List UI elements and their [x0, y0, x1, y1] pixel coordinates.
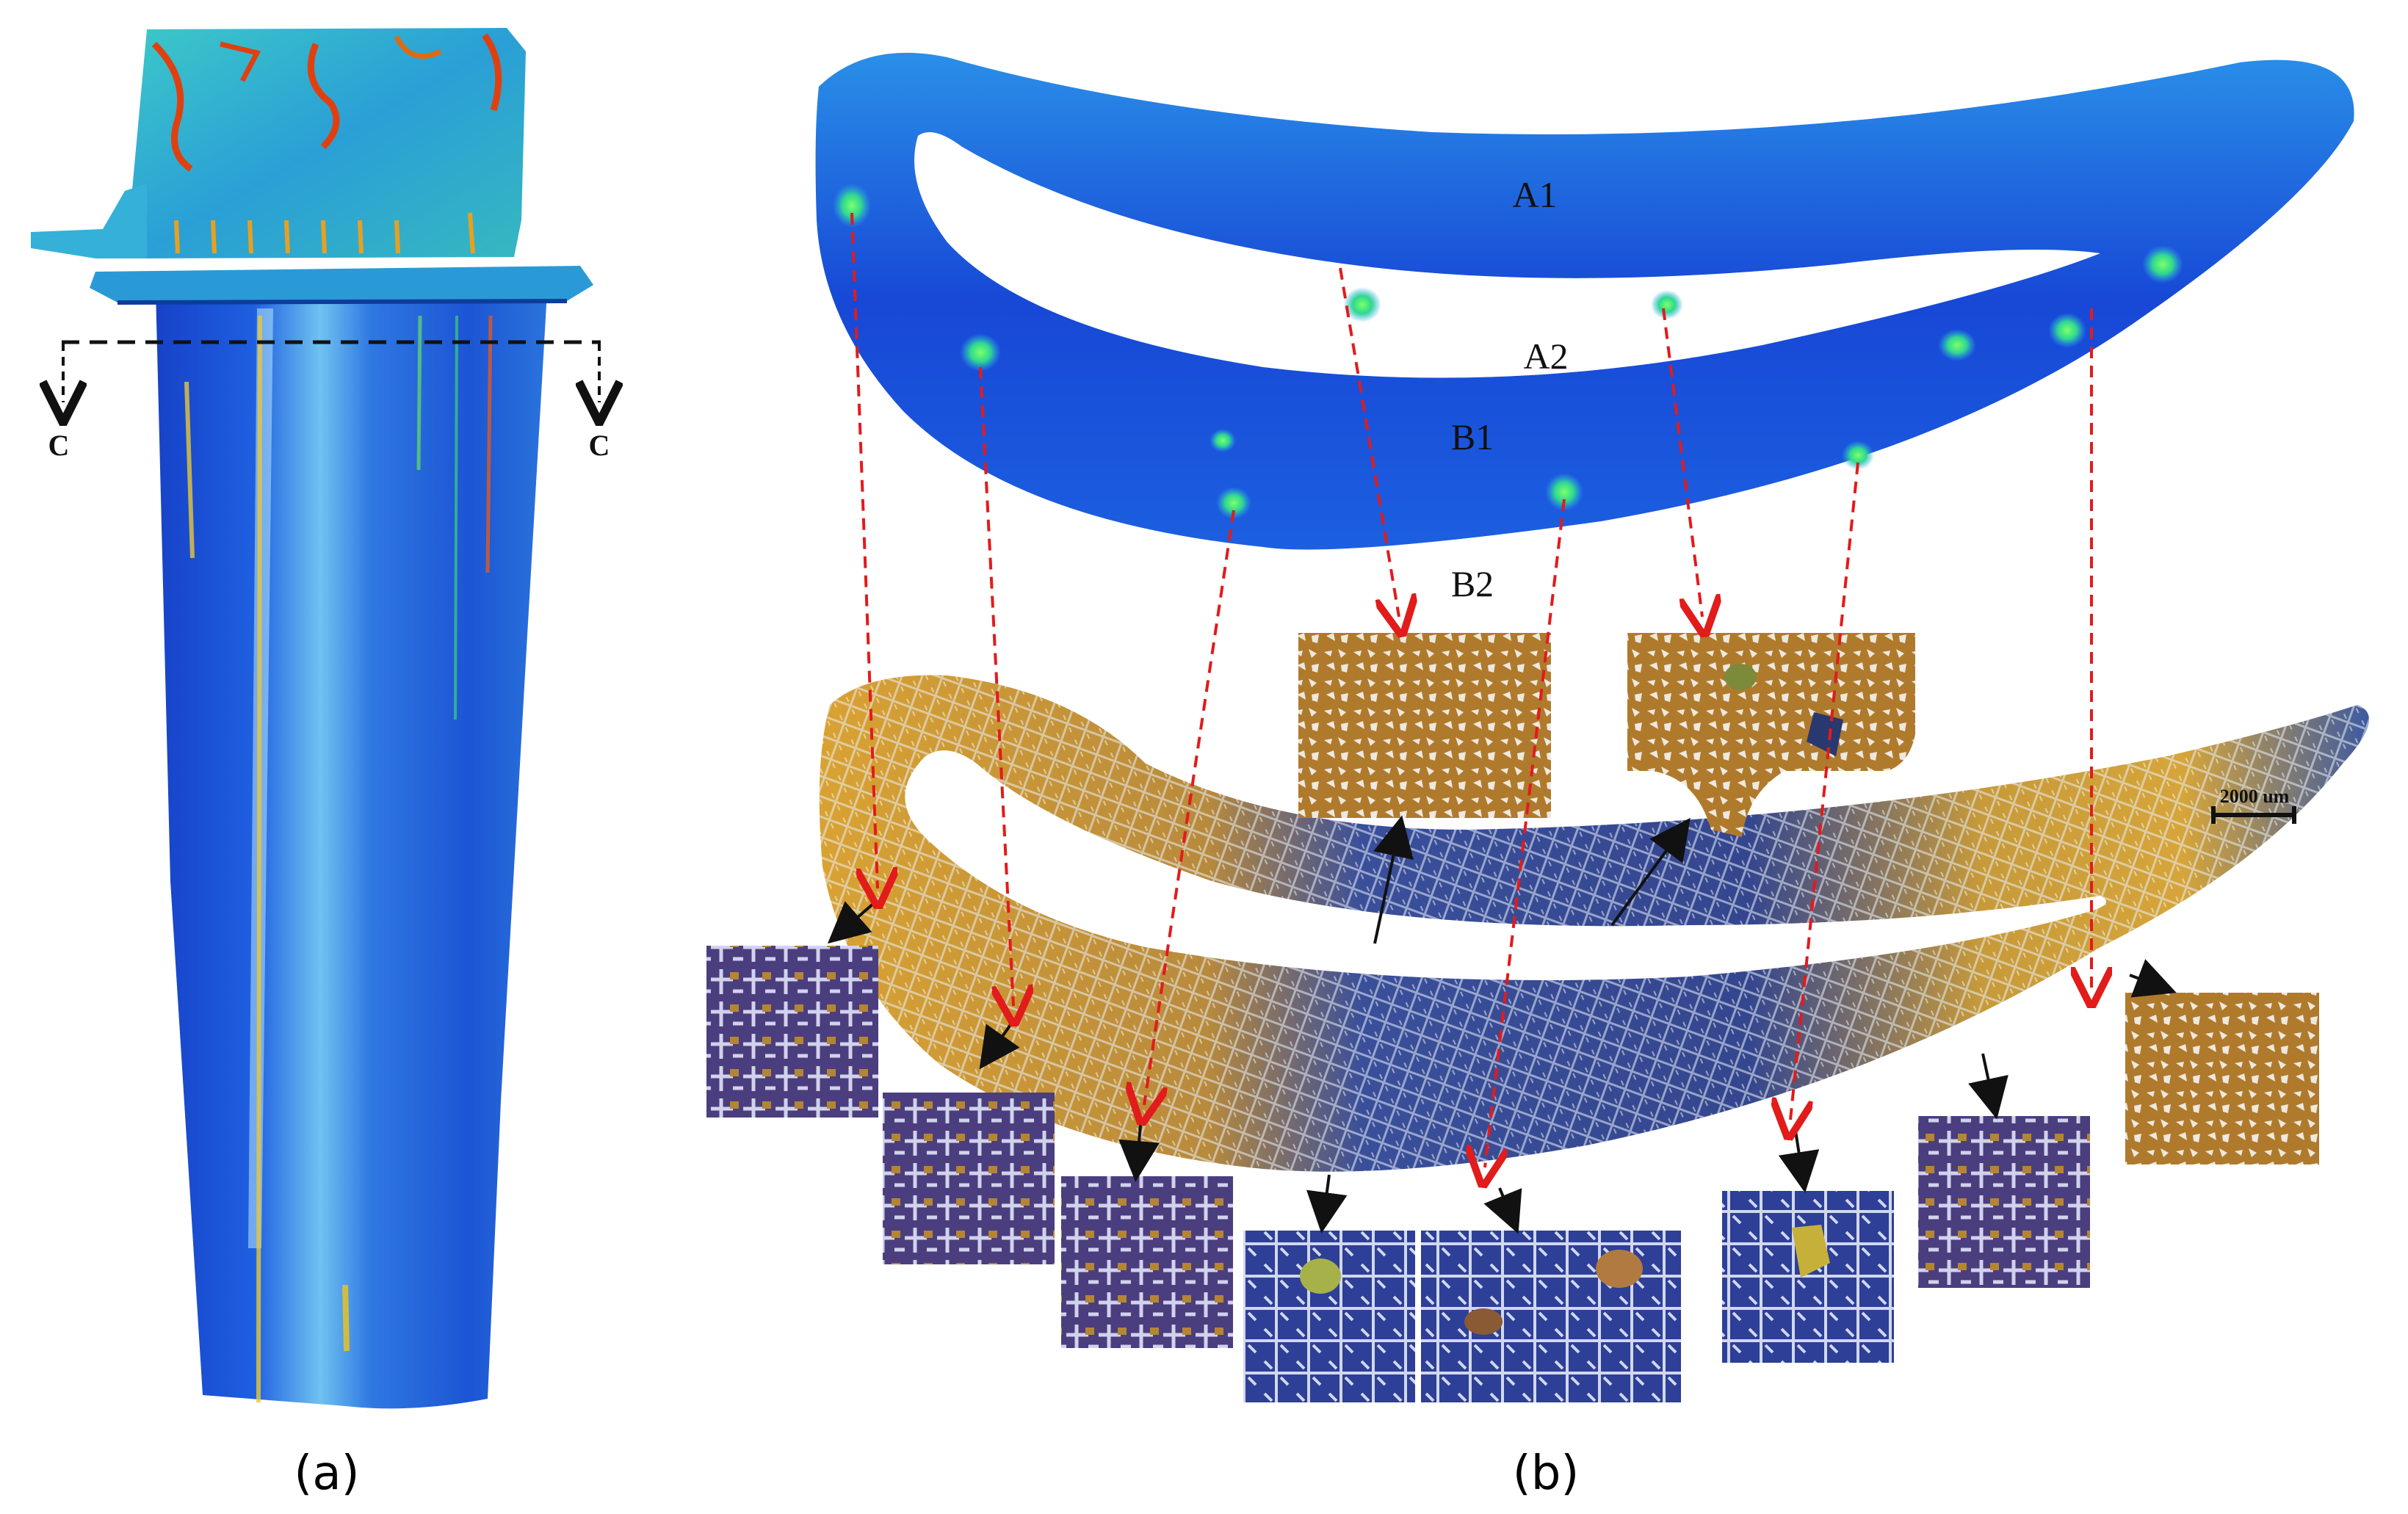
contour-hotspot	[1545, 473, 1583, 511]
inset-bottom-5-precipitate	[1596, 1250, 1643, 1288]
blade-streak-1	[256, 315, 262, 1403]
contour-ring	[815, 52, 2354, 550]
inset-top-2	[1627, 633, 1915, 837]
correspondence-arrow	[1485, 499, 1566, 1167]
contour-hotspot	[2142, 245, 2183, 283]
inset-top-1	[1298, 633, 1551, 818]
correspondence-arrow	[1662, 308, 1702, 617]
leader-arrow	[2129, 959, 2177, 998]
micro-section-texture	[819, 675, 2369, 1172]
root-hot-5	[394, 35, 442, 59]
inset-top-2-precipitate	[1724, 664, 1757, 690]
blade-platform-edge	[117, 299, 568, 305]
root-hot-1	[151, 41, 193, 172]
contour-hotspot	[833, 184, 871, 228]
label-b1: B1	[1451, 416, 1494, 457]
correspondence-arrow	[979, 366, 1013, 1006]
label-b2: B2	[1451, 563, 1494, 604]
leader-arrow	[1968, 1053, 2009, 1120]
root-hot-4	[220, 41, 261, 82]
inset-bottom-6	[1722, 1191, 1894, 1363]
inset-bottom-2	[883, 1093, 1055, 1264]
caption-b: (b)	[1513, 1446, 1580, 1501]
label-a2: A2	[1523, 336, 1568, 377]
inset-bottom-1	[706, 946, 878, 1118]
leader-arrow	[1610, 817, 1691, 927]
inset-bottom-3	[1061, 1176, 1233, 1348]
contour-hotspot	[1842, 441, 1874, 470]
root-ridges	[174, 212, 475, 254]
blade-streak-3	[416, 315, 422, 471]
contour-hotspot	[960, 333, 1001, 372]
section-marker-left: C	[48, 429, 70, 462]
panel-b-contour: A1 A2 B1 B2	[815, 52, 2354, 604]
inset-bottom-4	[1243, 1231, 1415, 1402]
correspondence-arrow	[850, 212, 878, 888]
inset-bottom-5-precipitate	[1464, 1308, 1503, 1335]
contour-hotspot	[1938, 329, 1976, 361]
contour-hotspot	[1210, 429, 1236, 452]
caption-a: (a)	[294, 1446, 359, 1501]
leader-arrow	[1778, 1130, 1820, 1193]
leader-arrow	[1118, 1124, 1160, 1182]
blade-streak-2	[184, 381, 195, 559]
panel-a: C C	[31, 28, 610, 1409]
blade-platform	[90, 266, 593, 303]
blade-streak-4	[454, 315, 458, 720]
inset-top-2-dark-phase	[1807, 712, 1843, 756]
leader-arrow	[1483, 1187, 1522, 1234]
section-marker-right: C	[589, 429, 610, 462]
correspondence-arrow	[1144, 510, 1235, 1105]
contour-hotspot	[1651, 290, 1683, 319]
inset-bottom-6-precipitate	[1792, 1225, 1830, 1278]
inset-bottom-7	[1918, 1116, 2090, 1288]
scale-bar-label: 2000 um	[2220, 786, 2290, 807]
contour-hotspot	[1216, 487, 1251, 519]
blade-streak-6	[342, 1284, 350, 1352]
correspondence-arrow	[1790, 462, 1859, 1120]
root-hot-2	[307, 43, 340, 150]
contour-hotspot	[2048, 313, 2086, 348]
blade-streak-5	[485, 315, 493, 573]
label-a1: A1	[1512, 174, 1557, 215]
inset-bottom-4-precipitate	[1300, 1258, 1341, 1294]
correspondence-arrow	[1339, 267, 1399, 617]
inset-bottom-5	[1421, 1231, 1681, 1402]
leader-arrow	[1373, 815, 1414, 944]
contour-hotspot	[1343, 287, 1381, 322]
root-hot-3	[482, 33, 502, 112]
correspondence-arrows	[850, 212, 2091, 1167]
inset-bottom-8	[2125, 993, 2319, 1165]
leader-arrow	[1306, 1174, 1348, 1234]
panel-b-micrograph: 2000 um	[706, 212, 2369, 1402]
blade-fillet	[31, 184, 147, 258]
scale-bar	[2211, 806, 2296, 824]
